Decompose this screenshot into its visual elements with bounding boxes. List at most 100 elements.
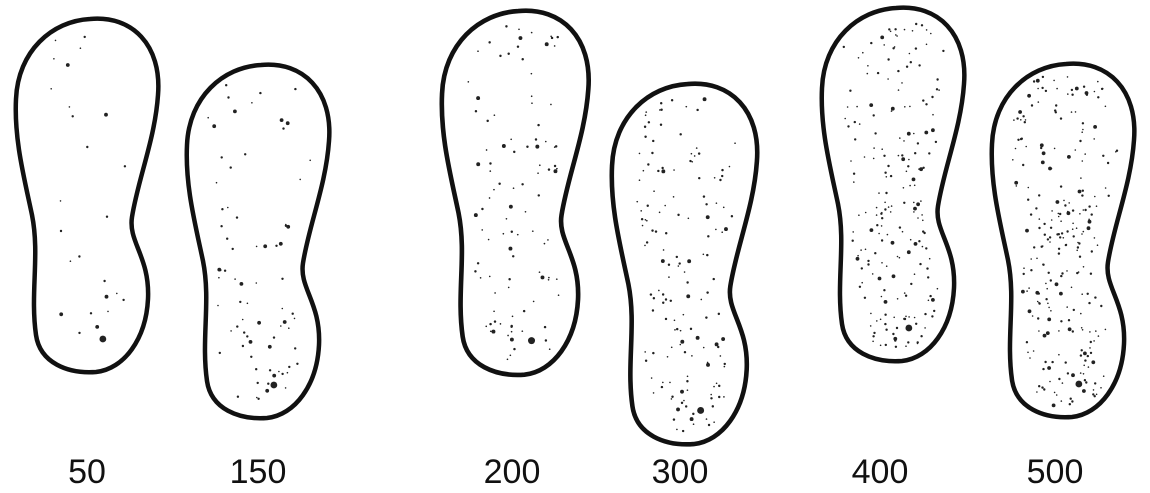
insole-dot	[716, 382, 718, 384]
insole-dot	[874, 252, 876, 254]
insole-heel-dot	[1075, 381, 1082, 388]
insole-dot	[683, 314, 685, 316]
insole-dot	[925, 247, 927, 249]
insole-dot	[667, 356, 669, 358]
insole-dot	[1059, 236, 1061, 238]
insole-dot	[718, 385, 720, 387]
insole-dot	[541, 275, 545, 279]
insole-dot	[545, 339, 547, 341]
insole-dot	[1061, 272, 1063, 274]
insole-dot	[518, 28, 520, 30]
insole-dot	[1058, 378, 1060, 380]
insole-dot	[1094, 91, 1096, 93]
insole-dot	[1068, 319, 1070, 321]
insole-dot	[1033, 246, 1035, 248]
insole-dot	[907, 165, 909, 167]
insole-dot	[899, 226, 901, 228]
insole-dot	[870, 313, 872, 315]
insole-dot	[664, 205, 666, 207]
insole-dot	[869, 103, 873, 107]
insole-dot	[870, 228, 874, 232]
insole-dot	[683, 400, 685, 402]
insole-dot	[1067, 155, 1071, 159]
insole-dot	[847, 125, 849, 127]
insole-dot	[901, 154, 903, 156]
insole-dot	[544, 243, 546, 245]
insole-dot	[531, 102, 533, 104]
insole-dot	[852, 240, 854, 242]
insole-dot	[1091, 213, 1093, 215]
insole-dot	[1075, 149, 1077, 151]
insole-dot	[1037, 301, 1039, 303]
insole-dot	[891, 241, 895, 245]
insole-dot	[263, 244, 267, 248]
insole-dot	[294, 347, 296, 349]
insole-dot	[1038, 101, 1040, 103]
insole-dot	[665, 232, 667, 234]
insole-dot	[678, 262, 680, 264]
insole-dot	[914, 242, 918, 246]
insole-dot	[1066, 270, 1068, 272]
insole-dot	[644, 136, 646, 138]
insole-dot	[511, 331, 513, 333]
insole-dot	[884, 323, 886, 325]
insole-dot	[895, 34, 897, 36]
insole-dot	[703, 195, 705, 197]
insole-dot	[660, 124, 662, 126]
insole-dot	[1024, 121, 1026, 123]
insole-dot	[644, 126, 646, 128]
insole-dot	[1081, 293, 1083, 295]
insole-dot	[1097, 96, 1099, 98]
insole-dot	[1103, 375, 1105, 377]
insole-dot	[881, 148, 883, 150]
insole-dot	[1088, 205, 1090, 207]
insole-dot	[1045, 90, 1047, 92]
insole-dot	[867, 73, 869, 75]
insole-dot	[1100, 387, 1102, 389]
insole-dot	[244, 153, 246, 155]
insole-dot	[539, 271, 541, 273]
insole-dot	[1036, 79, 1040, 83]
insole-dot	[647, 163, 649, 165]
insole-dot	[219, 352, 221, 354]
insole-dot	[636, 201, 638, 203]
insole-dot	[86, 146, 88, 148]
insole-dot	[282, 127, 284, 129]
insole-dot	[1082, 129, 1084, 131]
insole-dot	[721, 169, 723, 171]
insole-dot	[493, 189, 495, 191]
insole-dot	[892, 274, 896, 278]
insole-dot	[908, 316, 910, 318]
insole-dot	[718, 396, 720, 398]
insole-dot	[698, 152, 700, 154]
insole-dot	[1051, 210, 1053, 212]
insole-dot	[1025, 229, 1029, 233]
insole-dot	[230, 330, 232, 332]
insole-dot	[1041, 161, 1045, 165]
insole-dot	[903, 318, 905, 320]
insole-dot	[897, 256, 899, 258]
insole-dot	[905, 295, 907, 297]
insole-dot	[1067, 372, 1069, 374]
insole-dot	[1042, 76, 1044, 78]
insole-dot	[1115, 151, 1117, 153]
insole-dot	[724, 366, 726, 368]
insole-dot	[1043, 388, 1045, 390]
insole-dot	[66, 63, 70, 67]
insole-dot	[477, 50, 479, 52]
insole-dot	[256, 246, 258, 248]
insole-dot	[1091, 360, 1095, 364]
insole-dot	[1050, 227, 1052, 229]
insole-dot	[1038, 385, 1040, 387]
insole-dot	[873, 158, 875, 160]
insole-dot	[886, 265, 888, 267]
insole-dot	[517, 45, 519, 47]
insole-dot	[671, 99, 673, 101]
insole-dot	[686, 380, 688, 382]
insole-dot	[508, 278, 510, 280]
insole-dot	[1025, 146, 1027, 148]
insole-dot	[511, 231, 513, 233]
insole-dot	[544, 326, 546, 328]
insole-dot	[1087, 226, 1091, 230]
insole-dot	[107, 311, 109, 313]
